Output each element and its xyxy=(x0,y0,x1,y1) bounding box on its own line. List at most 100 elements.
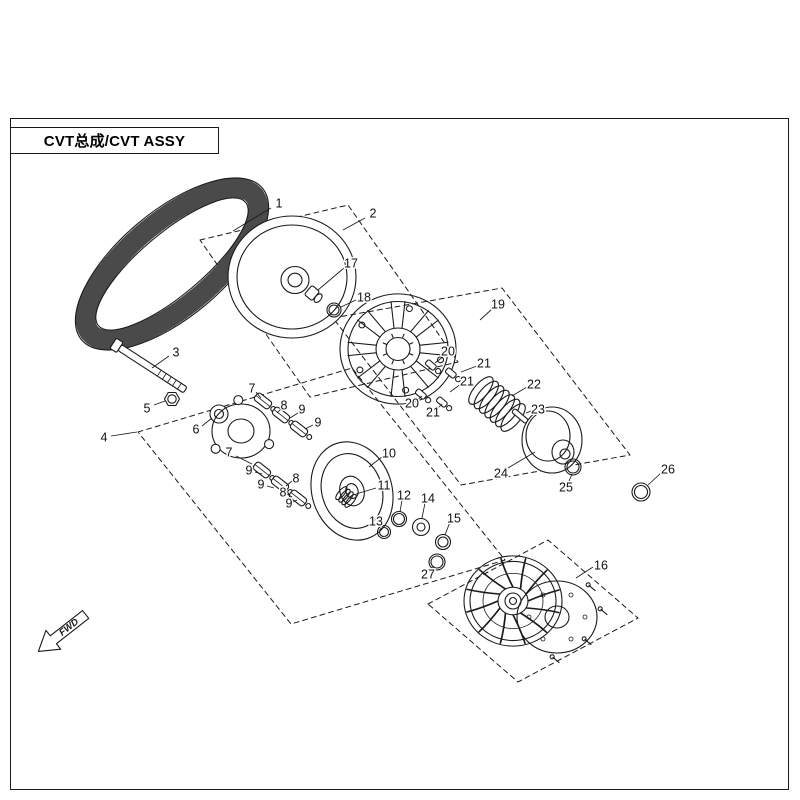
callout-20: 20 xyxy=(441,345,455,359)
callout-24: 24 xyxy=(494,467,508,481)
callout-leader-11 xyxy=(355,487,377,495)
part-20-21-fasteners xyxy=(414,359,462,412)
group-box-drive-assembly xyxy=(137,367,506,625)
callout-leader-9 xyxy=(304,424,314,430)
callout-13: 13 xyxy=(369,515,383,529)
callout-leader-8 xyxy=(285,480,293,487)
weight-roller xyxy=(288,489,312,509)
callout-leader-7 xyxy=(255,391,262,399)
callout-8: 8 xyxy=(293,472,300,486)
part-27-ring xyxy=(428,553,446,571)
part-25-oring xyxy=(564,458,582,476)
callout-leader-18 xyxy=(340,299,357,308)
part-15-washer xyxy=(434,533,452,551)
callout-leader-22 xyxy=(511,386,528,397)
callout-18: 18 xyxy=(357,291,371,305)
part-12-washer xyxy=(390,510,408,528)
part-7-8-9-weights xyxy=(252,392,313,509)
callout-22: 22 xyxy=(527,378,541,392)
callout-14: 14 xyxy=(421,492,435,506)
callout-leader-9 xyxy=(254,471,263,475)
callout-25: 25 xyxy=(559,481,573,495)
callout-leader-9 xyxy=(266,485,275,489)
part-10-sliding-sheave xyxy=(310,441,394,541)
callout-leader-23 xyxy=(525,410,532,414)
callout-leader-8 xyxy=(286,493,293,498)
part-2-primary-sheave xyxy=(227,215,357,339)
callout-12: 12 xyxy=(397,489,411,503)
callout-leader-15 xyxy=(444,521,451,536)
callout-9: 9 xyxy=(286,497,293,511)
callout-9: 9 xyxy=(246,464,253,478)
callout-10: 10 xyxy=(382,447,396,461)
callout-leader-7 xyxy=(235,455,253,465)
part-18-oring xyxy=(326,302,342,318)
part-14-bushing xyxy=(411,517,431,537)
callout-leader-6 xyxy=(201,417,213,427)
callout-leader-20 xyxy=(434,355,445,364)
callout-5: 5 xyxy=(144,402,151,416)
callout-leader-2 xyxy=(342,217,366,231)
callout-11: 11 xyxy=(378,479,391,493)
part-5-nut xyxy=(163,391,181,407)
plate-bolt xyxy=(581,636,592,646)
callout-17: 17 xyxy=(344,257,358,271)
callout-leader-21 xyxy=(449,383,462,393)
callout-leader-9 xyxy=(289,412,299,419)
callout-21: 21 xyxy=(460,375,474,389)
callout-leader-10 xyxy=(368,456,383,468)
part-13-washer xyxy=(376,524,392,540)
callout-9: 9 xyxy=(315,416,322,430)
callout-3: 3 xyxy=(173,346,180,360)
callout-leader-5 xyxy=(153,400,166,406)
callout-9: 9 xyxy=(258,478,265,492)
callout-leader-12 xyxy=(399,499,403,513)
callout-26: 26 xyxy=(661,463,675,477)
part-1-drive-belt xyxy=(74,177,270,351)
callout-leader-21 xyxy=(460,365,478,373)
callout-leader-14 xyxy=(421,502,426,519)
callout-21: 21 xyxy=(477,357,491,371)
callout-7: 7 xyxy=(249,382,256,396)
callout-23: 23 xyxy=(531,403,545,417)
part-16-cover-plate xyxy=(516,580,608,664)
callout-leader-13 xyxy=(378,523,384,528)
part-19-spider-assembly xyxy=(339,293,457,405)
callout-leader-24 xyxy=(507,451,536,469)
diagram-title: CVT总成/CVT ASSY xyxy=(43,133,186,150)
callout-leader-25 xyxy=(568,473,573,482)
fwd-arrow: FWD xyxy=(37,610,90,653)
callout-9: 9 xyxy=(299,403,306,417)
callout-leader-20 xyxy=(416,395,423,401)
callout-leader-8 xyxy=(276,408,282,414)
callout-8: 8 xyxy=(280,486,287,500)
callout-21: 21 xyxy=(426,406,440,420)
callout-4: 4 xyxy=(101,431,108,445)
group-box-spider-assembly xyxy=(332,287,631,486)
callout-leader-3 xyxy=(151,355,170,369)
callout-1: 1 xyxy=(276,197,283,211)
callout-leader-19 xyxy=(479,308,493,321)
part-26-oring xyxy=(631,482,651,502)
callout-leader-4 xyxy=(110,431,138,437)
callout-8: 8 xyxy=(281,399,288,413)
callout-leader-17 xyxy=(317,267,345,291)
diagram-border xyxy=(10,118,789,790)
callout-16: 16 xyxy=(594,559,608,573)
callout-leader-21 xyxy=(437,403,443,409)
part-17-spacer xyxy=(304,285,323,303)
callout-15: 15 xyxy=(447,512,461,526)
callout-leader-16 xyxy=(575,566,594,579)
plate-bolt xyxy=(549,654,560,664)
title-box: CVT总成/CVT ASSY xyxy=(10,127,219,154)
callout-19: 19 xyxy=(491,298,505,312)
plate-bolt xyxy=(597,606,608,616)
plate-bolt xyxy=(585,582,596,592)
callout-27: 27 xyxy=(421,568,435,582)
callout-7: 7 xyxy=(226,446,233,460)
callout-leader-27 xyxy=(430,565,435,571)
callout-leader-1 xyxy=(232,207,272,232)
